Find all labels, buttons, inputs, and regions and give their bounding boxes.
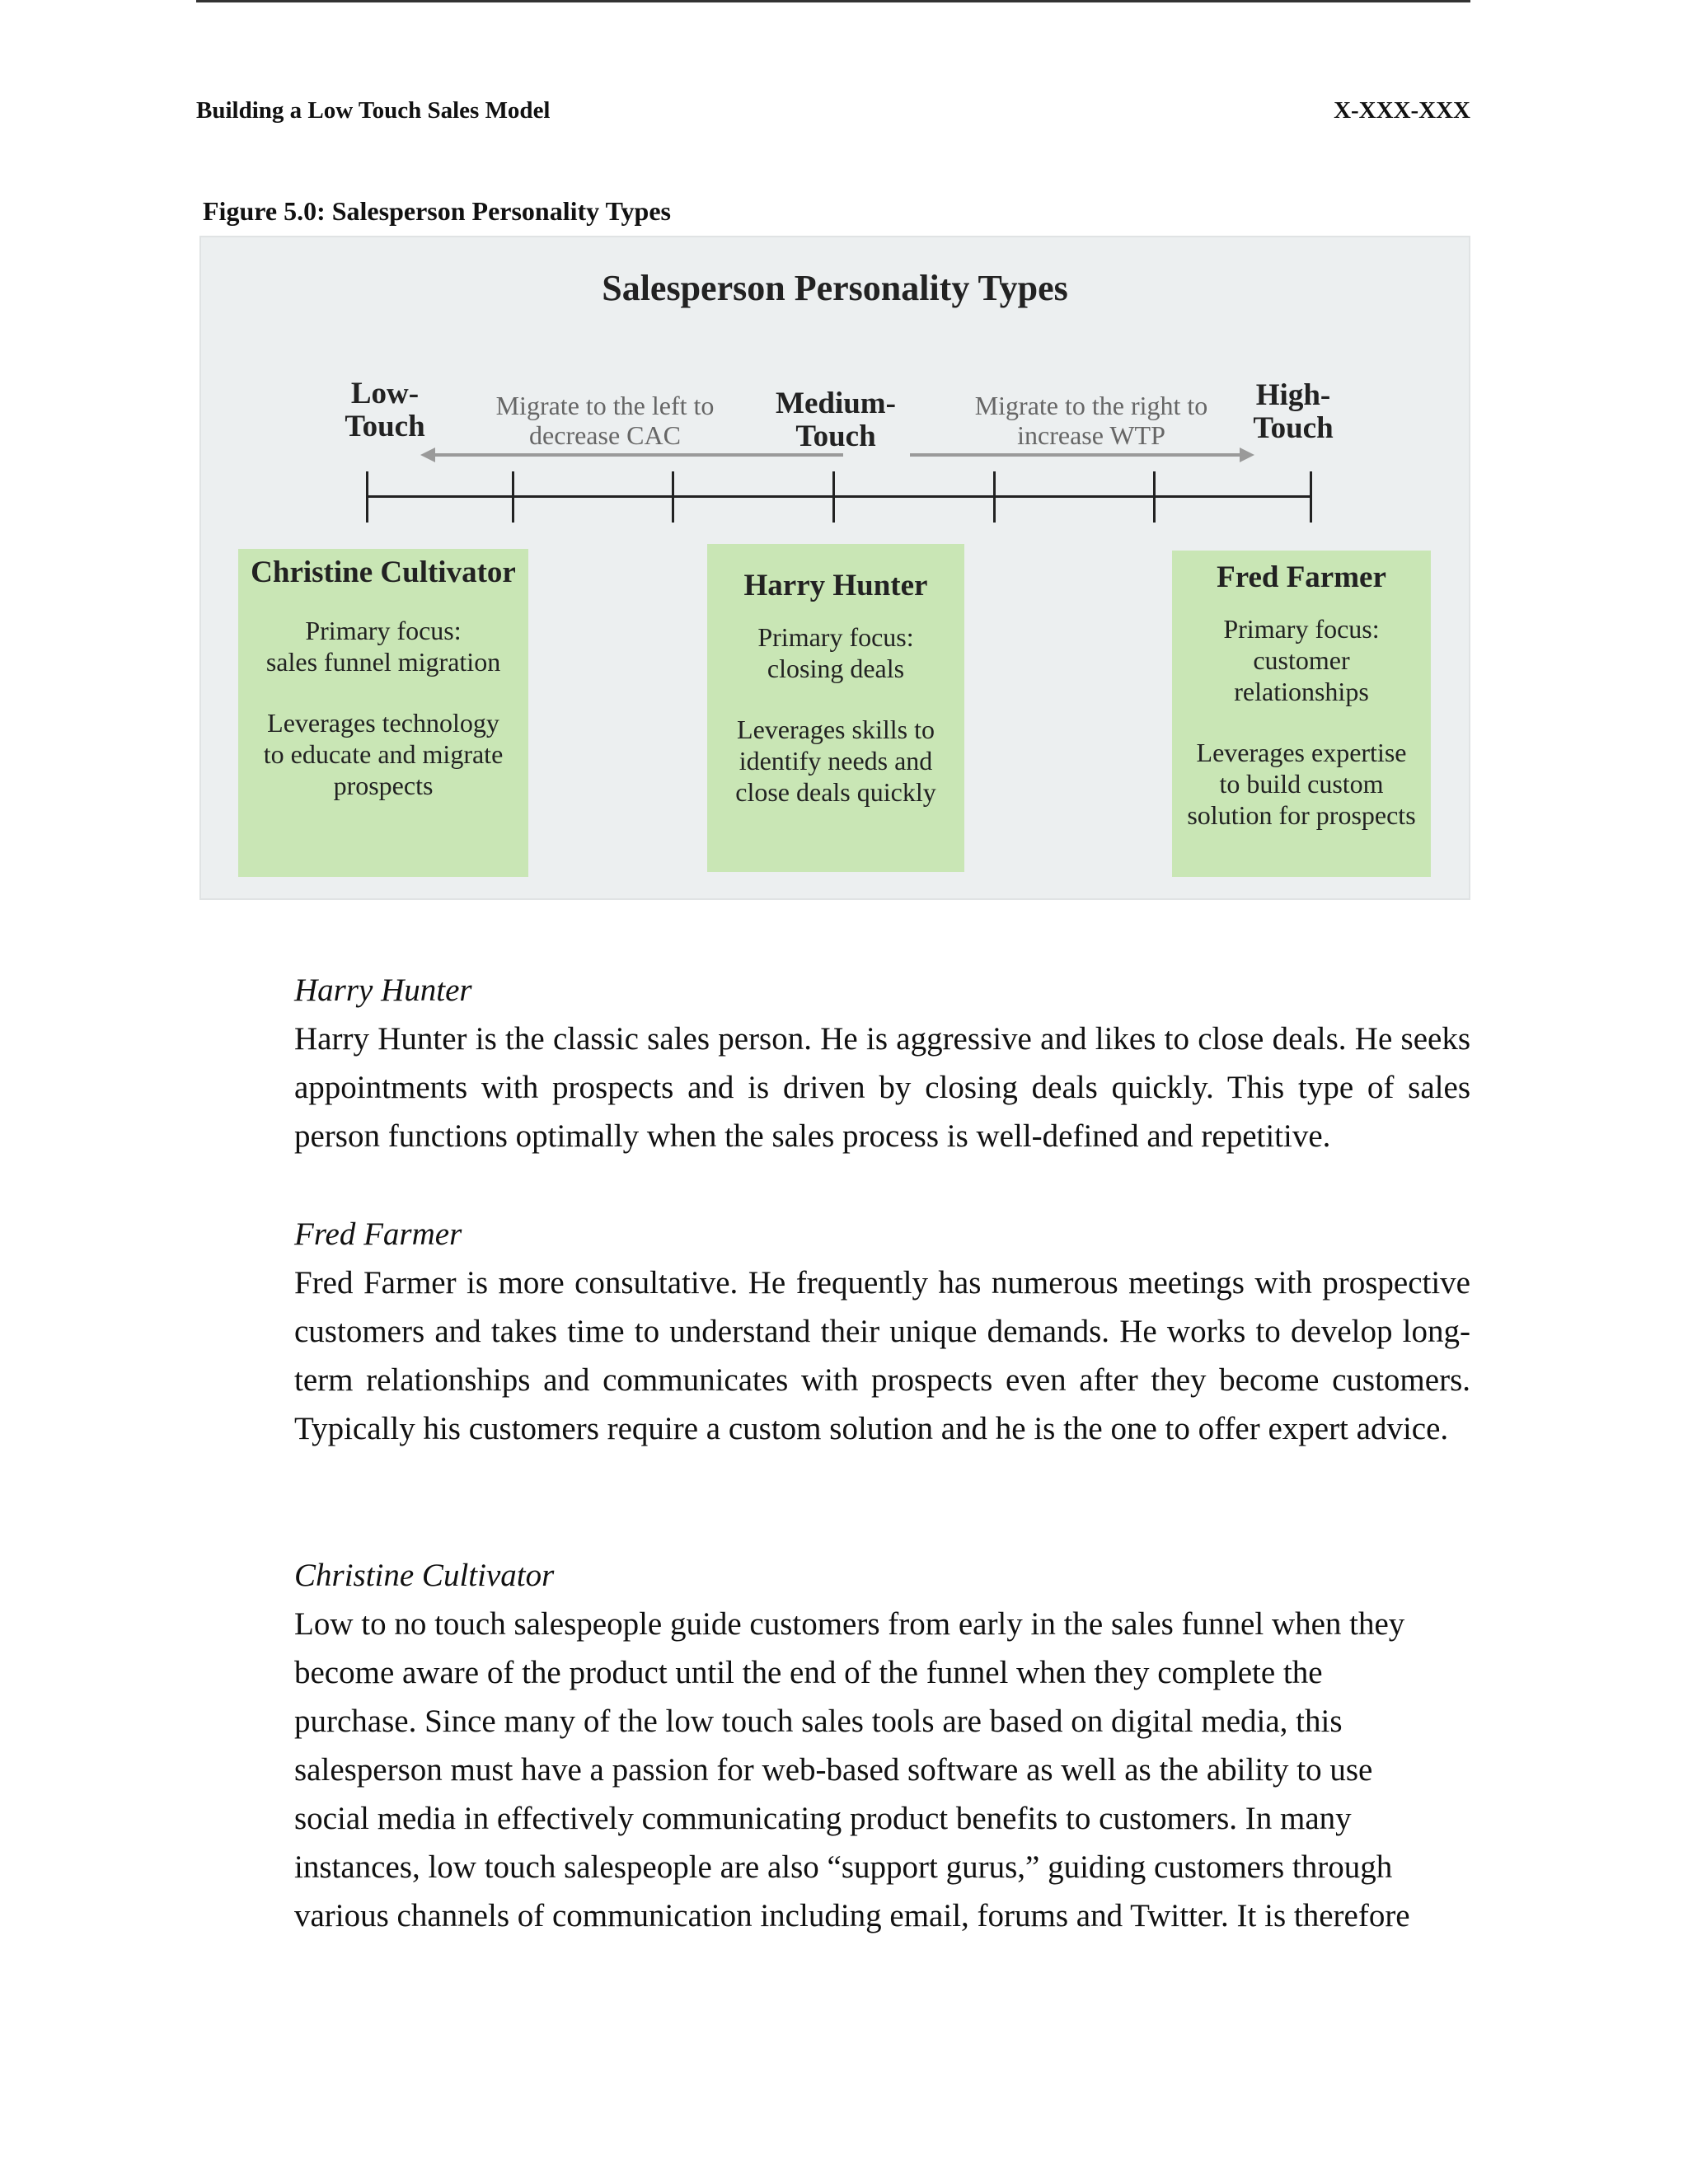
scale-tick [993,471,996,523]
box-focus-line: relationships [1234,677,1369,706]
box-name: Christine Cultivator [251,555,516,589]
low-touch-label-line: Touch [345,410,425,443]
box-leverage-line: close deals quickly [735,777,936,807]
box-leverage: Leverages expertise to build custom solu… [1172,737,1431,831]
section-paragraph: Harry Hunter is the classic sales person… [294,1021,1470,1154]
box-name: Fred Farmer [1217,560,1386,594]
migrate-right-arrow [910,453,1241,457]
migrate-left-line: decrease CAC [529,420,681,450]
box-leverage-line: prospects [333,771,434,800]
section-fred-farmer: Fred Farmer Fred Farmer is more consulta… [294,1210,1470,1453]
arrowhead-left-icon [420,448,435,462]
touch-scale-axis [366,495,1311,498]
box-focus-line: sales funnel migration [265,647,501,677]
section-title: Christine Cultivator [294,1558,555,1593]
section-paragraph: Low to no touch salespeople guide custom… [294,1606,1410,1933]
box-focus-line: Primary focus: [1223,614,1380,644]
box-leverage-line: Leverages skills to [737,715,935,744]
box-leverage-line: Leverages technology [267,708,499,738]
figure-caption: Figure 5.0: Salesperson Personality Type… [203,196,671,226]
figure-salesperson-types: Salesperson Personality Types Low- Touch… [199,236,1470,900]
medium-touch-label-line: Touch [795,419,876,453]
figure-title: Salesperson Personality Types [602,268,1068,308]
migrate-right-label: Migrate to the right to increase WTP [943,391,1240,450]
high-touch-label-line: Touch [1253,411,1334,445]
migrate-right-line: Migrate to the right to [974,391,1208,420]
box-leverage-line: to build custom [1219,769,1384,799]
box-focus: Primary focus: customer relationships [1172,613,1431,707]
low-touch-label: Low- Touch [323,377,447,443]
section-christine-cultivator: Christine Cultivator Low to no touch sal… [294,1551,1448,1940]
scale-tick [1153,471,1156,523]
medium-touch-label-line: Medium- [776,387,896,420]
scale-tick [672,471,674,523]
box-leverage: Leverages skills to identify needs and c… [707,714,964,808]
top-rule [196,0,1470,2]
section-harry-hunter: Harry Hunter Harry Hunter is the classic… [294,966,1470,1160]
low-touch-label-line: Low- [350,377,420,410]
box-focus-line: Primary focus: [757,622,914,652]
box-name: Harry Hunter [743,569,928,602]
scale-tick [512,471,514,523]
section-title: Harry Hunter [294,972,472,1008]
running-header-title: Building a Low Touch Sales Model [196,97,551,124]
scale-tick [366,471,368,523]
box-leverage-line: solution for prospects [1187,800,1416,830]
section-title: Fred Farmer [294,1216,462,1252]
arrowhead-right-icon [1240,448,1254,462]
section-paragraph: Fred Farmer is more consultative. He fre… [294,1265,1470,1446]
scale-tick [832,471,835,523]
box-leverage-line: identify needs and [738,746,933,776]
running-header-code: X-XXX-XXX [1334,97,1470,124]
box-focus-line: customer [1253,645,1350,675]
migrate-left-line: Migrate to the left to [495,391,715,420]
box-focus-line: closing deals [767,654,905,683]
scale-tick [1310,471,1312,523]
box-leverage-line: to educate and migrate [263,739,504,769]
box-focus-line: Primary focus: [305,616,462,645]
box-fred-farmer: Fred Farmer Primary focus: customer rela… [1172,551,1431,877]
migrate-right-line: increase WTP [1017,420,1165,450]
migrate-left-arrow [429,453,843,457]
migrate-left-label: Migrate to the left to decrease CAC [448,391,762,450]
box-christine-cultivator: Christine Cultivator Primary focus: sale… [238,549,528,877]
box-leverage-line: Leverages expertise [1196,738,1407,767]
box-harry-hunter: Harry Hunter Primary focus: closing deal… [707,544,964,872]
high-touch-label: High- Touch [1223,379,1363,445]
high-touch-label-line: High- [1255,378,1331,412]
box-focus: Primary focus: sales funnel migration [238,615,528,677]
box-focus: Primary focus: closing deals [707,621,964,684]
box-leverage: Leverages technology to educate and migr… [238,707,528,801]
medium-touch-label: Medium- Touch [745,387,926,453]
